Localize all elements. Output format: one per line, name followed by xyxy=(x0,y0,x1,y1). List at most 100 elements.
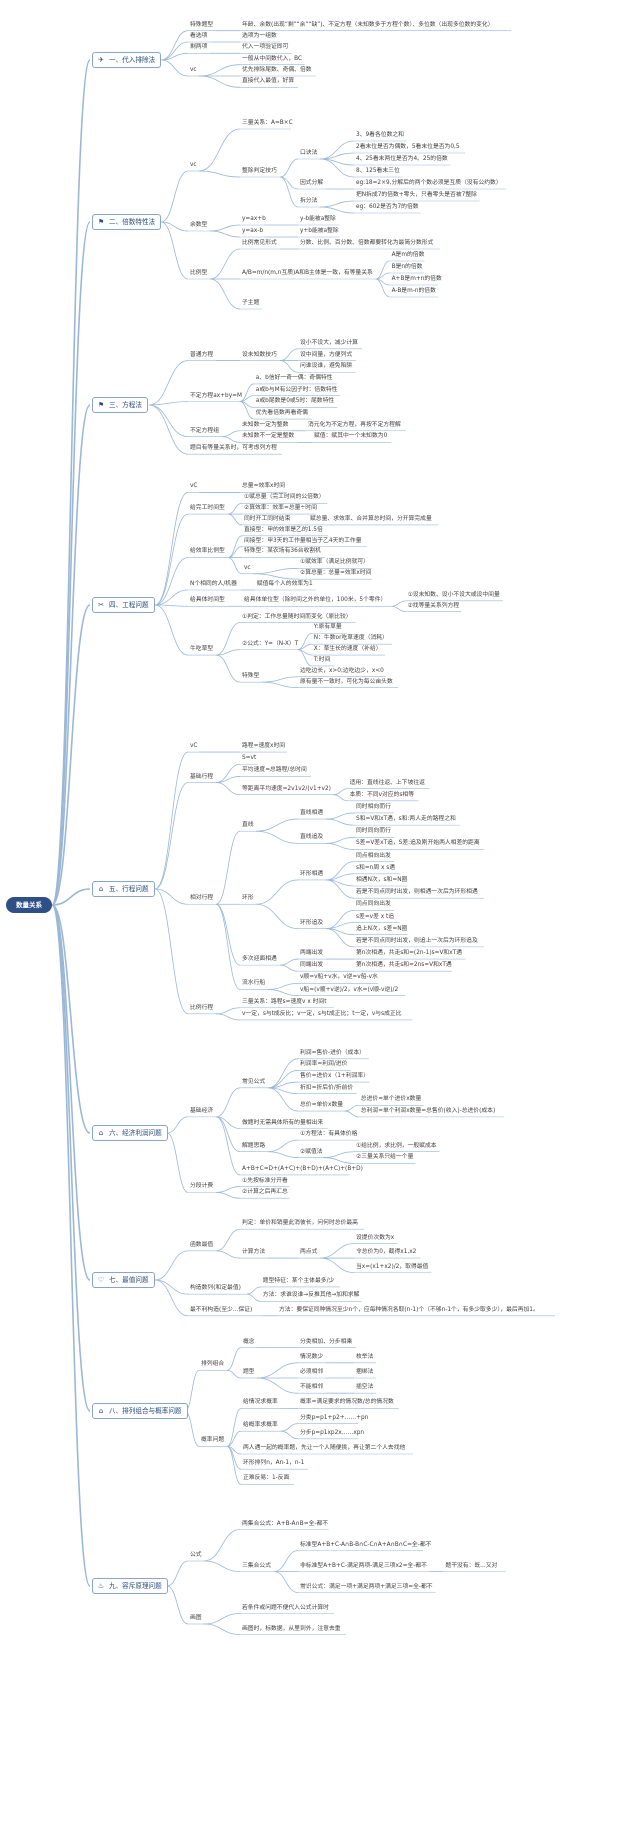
mindmap-node-depth-3[interactable]: 非标准型A+B+C-满足两项-满足三项x2=全-都不 xyxy=(300,1562,427,1569)
mindmap-node-depth-2[interactable]: 特殊型：某农场有36台收割机 xyxy=(244,548,321,555)
mindmap-node-depth-3[interactable]: 分数、比例、百分数、倍数都要转化为最简分数形式 xyxy=(300,240,434,246)
mindmap-node-depth-1[interactable]: 题目有等量关系时，可考虑列方程 xyxy=(190,445,277,452)
mindmap-node-depth-2[interactable]: 三量关系：A=B×C xyxy=(242,120,293,126)
mindmap-node-depth-2[interactable]: 平均速度=总路程/总时间 xyxy=(242,767,307,774)
mindmap-node-depth-2[interactable]: 路程=速度x时间 xyxy=(242,743,286,750)
mindmap-node-depth-4[interactable]: 同时同向而行 xyxy=(356,828,391,835)
mindmap-node-depth-2[interactable]: 设未知数技巧 xyxy=(242,351,277,358)
mindmap-node-depth-4[interactable]: 总进价=单个进价x数量 xyxy=(360,1096,422,1103)
mindmap-node-depth-3[interactable]: A+B是m+n的倍数 xyxy=(391,276,442,282)
mindmap-node-depth-1[interactable]: 普通方程 xyxy=(190,351,214,358)
mindmap-node-depth-1[interactable]: 给具体时间型 xyxy=(190,597,225,604)
mindmap-node-depth-1[interactable]: 相对行程 xyxy=(190,895,214,902)
mindmap-node-depth-3[interactable]: 两点式 xyxy=(300,1249,318,1256)
mindmap-node-depth-2[interactable]: 年龄、余数(出现“剩”“余”“缺”)、不定方程（未知数多于方程个数）、多位数（出… xyxy=(242,21,494,28)
mindmap-node-depth-3[interactable]: 口诀法 xyxy=(300,150,318,156)
mindmap-node-depth-4[interactable]: 同时相向而行 xyxy=(356,803,391,810)
mindmap-node-depth-2[interactable]: 整除判定技巧 xyxy=(242,168,277,174)
mindmap-node-depth-2[interactable]: 特殊型 xyxy=(242,673,260,680)
mindmap-node-depth-2[interactable]: 题型 xyxy=(243,1369,255,1375)
mindmap-node-depth-3[interactable]: 环形相遇 xyxy=(300,870,324,877)
mindmap-node-depth-2[interactable]: y=ax+b xyxy=(242,216,266,222)
mindmap-node-depth-2[interactable]: 赋值每个人的效率为1 xyxy=(256,581,313,587)
mindmap-node-depth-2[interactable]: a或b与M有公因子时：倍数特性 xyxy=(255,386,338,393)
section-node[interactable]: ⌂五、行程问题 xyxy=(92,881,155,897)
mindmap-node-depth-3[interactable]: 分类相加、分步相乘 xyxy=(300,1338,353,1345)
mindmap-node-depth-3[interactable]: v船=(v顺+v逆)/2，v水=(v顺-v逆)/2 xyxy=(300,986,399,993)
mindmap-node-depth-2[interactable]: 直线 xyxy=(242,822,254,829)
mindmap-node-depth-1[interactable]: 不定方程ax+by=M xyxy=(190,392,242,399)
mindmap-node-depth-4[interactable]: 3、9看各位数之和 xyxy=(356,132,404,138)
mindmap-node-depth-4[interactable]: 若是不同点同时出发，则相遇一次后为环形相遇 xyxy=(356,889,478,896)
mindmap-node-depth-1[interactable]: 构造数列(和定最值) xyxy=(190,1285,241,1292)
mindmap-node-depth-1[interactable]: 牛吃草型 xyxy=(190,646,214,653)
mindmap-node-depth-3[interactable]: 因式分解 xyxy=(300,180,324,186)
mindmap-node-depth-2[interactable]: 若条件或问题不便代入公式计算时 xyxy=(242,1604,329,1611)
mindmap-node-depth-3[interactable]: ①设未知数、设小不设大或设中间量 xyxy=(407,591,500,598)
mindmap-node-depth-1[interactable]: vc xyxy=(190,162,197,168)
mindmap-node-depth-4[interactable]: 追上N次，s差=N圈 xyxy=(356,925,408,932)
mindmap-node-depth-4[interactable]: 8、125看末三位 xyxy=(356,168,400,174)
mindmap-node-depth-1[interactable]: 基础经济 xyxy=(190,1107,214,1114)
mindmap-node-depth-1[interactable]: 特殊题型 xyxy=(190,21,214,28)
mindmap-node-depth-2[interactable]: 三集合公式 xyxy=(242,1562,271,1569)
mindmap-node-depth-2[interactable]: 优先看倍数再看奇偶 xyxy=(255,410,308,417)
section-node[interactable]: ⌂八、排列组合与概率问题 xyxy=(92,1403,188,1419)
mindmap-node-depth-1[interactable]: 分段计费 xyxy=(190,1183,214,1190)
mindmap-node-depth-3[interactable]: 折扣=折后价/折前价 xyxy=(300,1084,354,1091)
mindmap-node-depth-2[interactable]: S=vt xyxy=(242,755,257,762)
mindmap-node-depth-3[interactable]: 本质：不同v对应的s相等 xyxy=(349,791,415,798)
mindmap-node-depth-3[interactable]: ①方程法：有具体价格 xyxy=(300,1131,358,1138)
mindmap-node-depth-4[interactable]: eg：602是否为7的倍数 xyxy=(356,204,419,210)
mindmap-node-depth-3[interactable]: 适用：直线往返、上下坡往返 xyxy=(349,779,425,786)
mindmap-node-depth-4[interactable]: 捆绑法 xyxy=(356,1369,374,1375)
mindmap-node-depth-2[interactable]: v一定，s与t成反比；v一定，s与t成正比；t一定，v与s成正比 xyxy=(242,1010,402,1017)
mindmap-node-depth-1[interactable]: 概率问题 xyxy=(201,1437,225,1444)
mindmap-node-depth-2[interactable]: a或b尾数是0或5时：尾数特性 xyxy=(255,398,335,405)
mindmap-node-depth-2[interactable]: 选项为一组数 xyxy=(242,33,277,39)
mindmap-node-depth-1[interactable]: 不定方程组 xyxy=(190,427,219,434)
mindmap-node-depth-4[interactable]: 题干没有：既...又对 xyxy=(445,1562,498,1569)
mindmap-node-depth-3[interactable]: v顺=v船+v水，v逆=v船-v水 xyxy=(300,974,378,981)
mindmap-node-depth-2[interactable]: 直接型：甲的效率是乙的1.5倍 xyxy=(244,526,323,533)
mindmap-node-depth-4[interactable]: 同点同向出发 xyxy=(356,901,391,908)
section-node[interactable]: ♨九、容斥原理问题 xyxy=(92,1578,168,1594)
root-node[interactable]: 数量关系 xyxy=(6,897,52,913)
mindmap-node-depth-4[interactable]: ①给比例，求比例，一般赋成本 xyxy=(356,1142,437,1149)
mindmap-node-depth-3[interactable]: 设小不设大，减少计算 xyxy=(300,339,358,346)
mindmap-node-depth-3[interactable]: 直线追及 xyxy=(300,834,324,841)
mindmap-node-depth-1[interactable]: vC xyxy=(190,483,198,490)
mindmap-node-depth-2[interactable]: 给概率求概率 xyxy=(243,1422,278,1429)
mindmap-node-depth-3[interactable]: 两端出发 xyxy=(300,950,324,957)
mindmap-node-depth-2[interactable]: a、b信好一奇一偶：奇偶特性 xyxy=(255,374,333,381)
mindmap-node-depth-3[interactable]: N：牛数or吃草速度（消耗） xyxy=(313,635,388,642)
mindmap-node-depth-4[interactable]: 第n次相遇，共走s和=(2n-1)s=V和xT遇 xyxy=(356,950,462,957)
mindmap-node-depth-2[interactable]: ①赋总量（完工时间的公倍数） xyxy=(244,494,325,501)
mindmap-node-depth-3[interactable]: T:时间 xyxy=(313,656,331,663)
mindmap-node-depth-3[interactable]: 设中间量，方便列式 xyxy=(300,351,353,358)
mindmap-node-depth-3[interactable]: 不能相邻 xyxy=(300,1384,324,1391)
mindmap-node-depth-2[interactable]: 未知数不一定是整数 xyxy=(242,433,295,440)
mindmap-node-depth-2[interactable]: 总量=效率x时间 xyxy=(242,483,286,490)
mindmap-node-depth-1[interactable]: 给完工时间型 xyxy=(190,505,225,512)
mindmap-node-depth-3[interactable]: 同端出发 xyxy=(300,962,324,969)
mindmap-node-depth-3[interactable]: 消元化为不定方程，再按不定方程解 xyxy=(308,421,401,428)
mindmap-node-depth-2[interactable]: 未知数一定为整数 xyxy=(242,421,289,428)
mindmap-node-depth-2[interactable]: 判定：单价和销量此消彼长，问何时总价最高 xyxy=(242,1220,358,1227)
mindmap-node-depth-1[interactable]: vC xyxy=(190,743,198,750)
mindmap-node-depth-2[interactable]: 题型特征：某个主体最多/少 xyxy=(262,1277,335,1284)
mindmap-node-depth-4[interactable]: 若是不同点同时出发，则追上一次后为环形追及 xyxy=(356,937,478,944)
mindmap-node-depth-2[interactable]: ①判定：工作总量随时间而变化（原比较） xyxy=(242,613,352,620)
mindmap-node-depth-2[interactable]: ②计算之后再汇总 xyxy=(242,1189,288,1196)
mindmap-node-depth-2[interactable]: 同时开工同时结束 xyxy=(244,515,291,522)
mindmap-node-depth-3[interactable]: 赋总量、求效率、合并算总时间，分开算完成量 xyxy=(310,515,432,522)
mindmap-node-depth-2[interactable]: 计算方法 xyxy=(242,1249,266,1256)
mindmap-node-depth-2[interactable]: 环形排列n，An-1，n-1 xyxy=(243,1460,305,1467)
mindmap-node-depth-4[interactable]: 总利润=单个利润x数量=总售价(收入)-总进价(成本) xyxy=(360,1107,496,1114)
mindmap-node-depth-2[interactable]: 多次迎面相遇 xyxy=(242,956,277,963)
mindmap-node-depth-3[interactable]: 概率=满足要求的情况数/总的情况数 xyxy=(300,1399,394,1406)
mindmap-node-depth-2[interactable]: ①先按标准分开看 xyxy=(242,1177,288,1184)
mindmap-node-depth-3[interactable]: 利润率=利润/进价 xyxy=(300,1061,348,1068)
mindmap-node-depth-4[interactable]: 当x=(x1+x2)/2，取得最值 xyxy=(356,1263,429,1270)
mindmap-node-depth-2[interactable]: 代入一项验证即可 xyxy=(242,44,289,51)
